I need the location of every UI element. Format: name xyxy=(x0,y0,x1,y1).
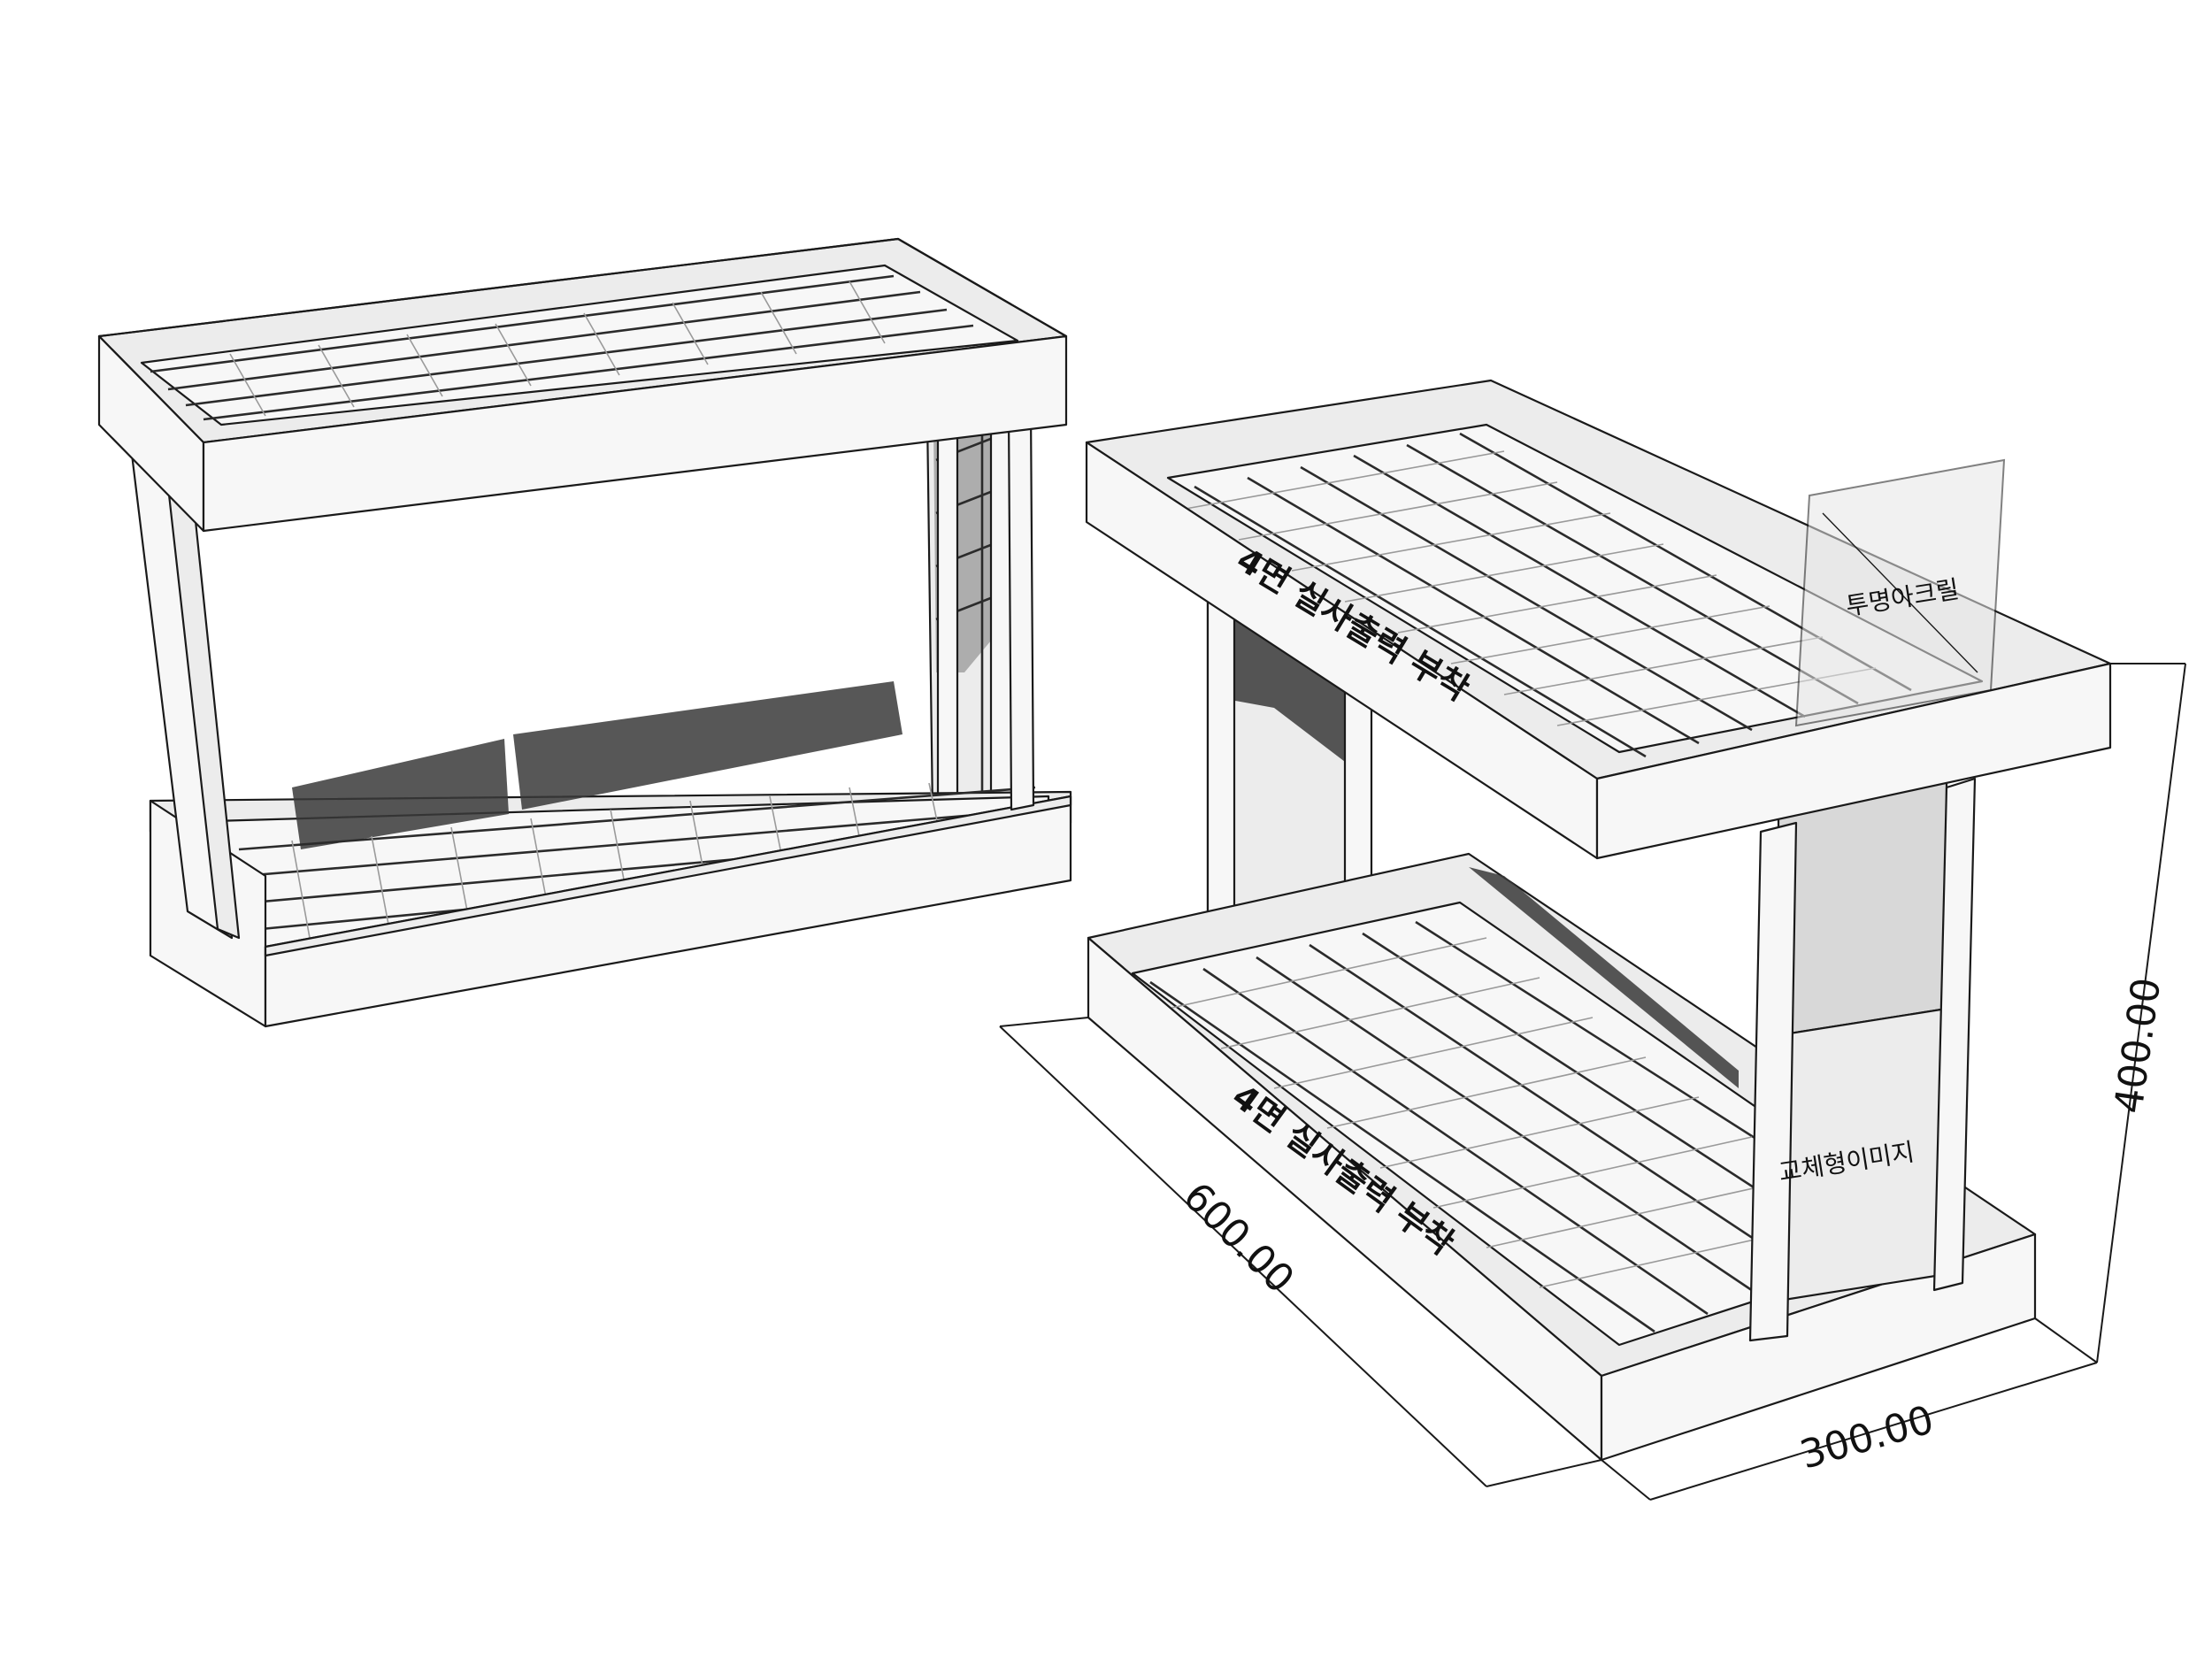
left-upper-grid xyxy=(150,274,974,421)
dim-label-length: 600.00 xyxy=(1174,1174,1302,1302)
dim-line-depth xyxy=(1649,1362,2098,1501)
dim-ext-length-end xyxy=(1486,1459,1602,1487)
dimension-lines xyxy=(999,663,2186,1501)
dim-ext-depth-end xyxy=(2034,1317,2098,1363)
left-upper-tray-front xyxy=(202,334,1068,533)
dim-label-depth: 300.00 xyxy=(1795,1397,1939,1478)
left-rack-back-lattice xyxy=(935,420,1005,796)
right-rack xyxy=(1085,379,2112,1462)
dim-ext-depth-start xyxy=(1601,1459,1651,1501)
left-rack-post-front-right xyxy=(1007,405,1035,811)
left-rack xyxy=(97,237,1072,1028)
right-rack-post-back-left xyxy=(1206,582,1236,957)
left-lower-shadow-b xyxy=(513,681,902,810)
dim-line-height xyxy=(2096,663,2186,1363)
right-upper-tray-front xyxy=(1595,662,2112,860)
right-acrylic-reflection xyxy=(1822,512,1978,673)
dim-ext-length-start xyxy=(999,1017,1089,1027)
right-rack-post-front-right xyxy=(1932,777,1977,1292)
right-rack-post-front-left xyxy=(1748,821,1798,1342)
dim-label-height: 400.00 xyxy=(2106,975,2170,1117)
left-lower-shadow-a xyxy=(292,739,509,849)
dim-line-length xyxy=(999,1025,1487,1487)
right-lower-shadow-edge xyxy=(1469,867,1739,1088)
right-upper-grid xyxy=(1185,432,1912,758)
left-lower-tray-front-lip xyxy=(264,795,1072,957)
left-upper-tray-rim xyxy=(98,237,1067,338)
left-rack-post-back-left xyxy=(936,421,959,805)
right-rack-back-shadow xyxy=(1221,611,1367,779)
right-lower-grid xyxy=(1149,920,1921,1333)
